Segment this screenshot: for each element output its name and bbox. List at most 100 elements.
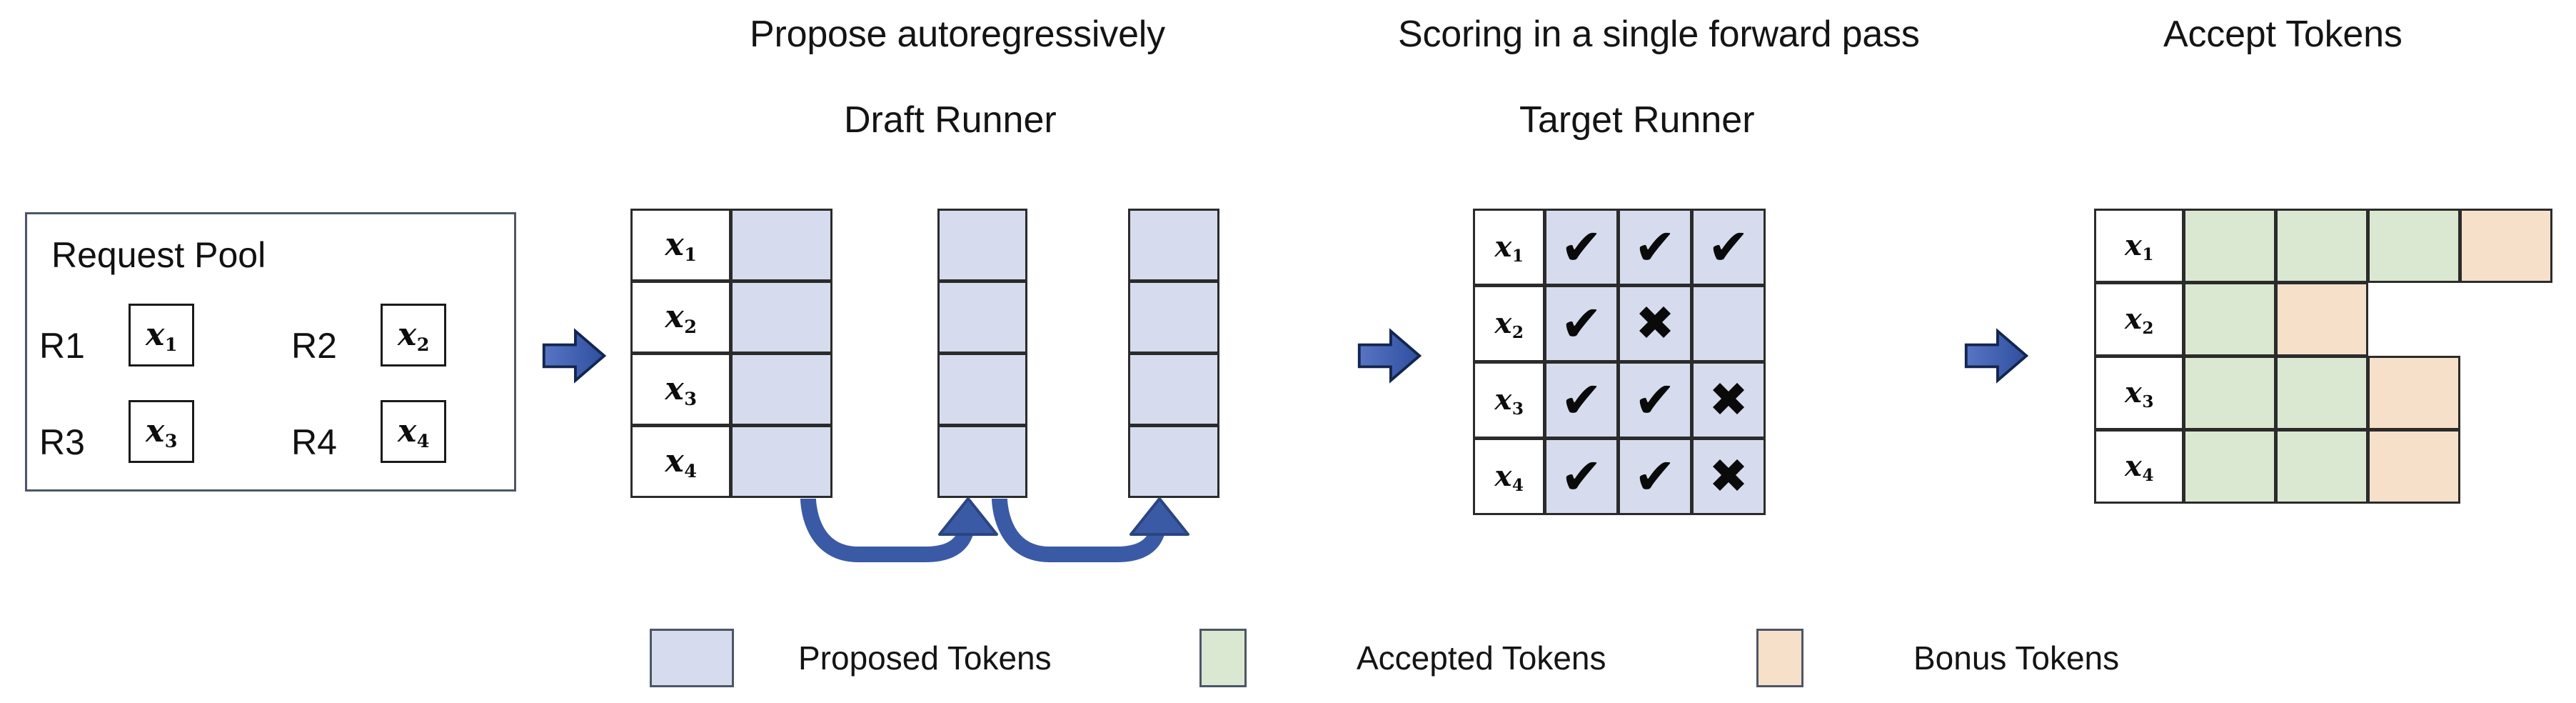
draft-proposed-cell-s3-r3 xyxy=(1128,353,1219,426)
draft-proposed-cell-s1-r1 xyxy=(730,209,832,281)
legend-swatch-accepted xyxy=(1199,629,1247,687)
accept-row-label-3: x3 xyxy=(2094,356,2184,430)
token-label: x3 xyxy=(665,371,698,410)
flow-arrow-draft-to-target xyxy=(1357,328,1422,384)
request-tag-r1: R1 xyxy=(39,326,85,366)
check-icon: ✔ xyxy=(1634,371,1676,429)
cross-icon: ✖ xyxy=(1709,449,1749,504)
target-score-cell-r4c1: ✔ xyxy=(1544,438,1619,515)
draft-row-label-3: x3 xyxy=(630,353,731,426)
draft-proposed-cell-s2-r2 xyxy=(937,281,1027,354)
cross-icon: ✖ xyxy=(1709,372,1749,427)
accept-cell-r1c3-accepted xyxy=(2368,209,2460,283)
legend-label-bonus: Bonus Tokens xyxy=(1913,639,2120,677)
target-score-cell-r2c3 xyxy=(1691,285,1766,362)
check-icon: ✔ xyxy=(1634,218,1676,276)
check-icon: ✔ xyxy=(1560,218,1603,276)
check-icon: ✔ xyxy=(1707,218,1750,276)
heading-propose-autoregressively: Propose autoregressively xyxy=(750,14,1165,55)
flow-arrow-target-to-accept xyxy=(1964,328,2029,384)
accept-cell-r4c2-accepted xyxy=(2275,429,2368,504)
target-score-cell-r4c3: ✖ xyxy=(1691,438,1766,515)
autoregressive-loop-arrow-2 xyxy=(992,497,1189,562)
autoregressive-loop-arrow-1 xyxy=(800,497,998,562)
legend-label-proposed: Proposed Tokens xyxy=(798,639,1052,677)
accept-cell-r2c2-bonus xyxy=(2275,282,2368,357)
draft-proposed-cell-s1-r2 xyxy=(730,281,832,354)
token-label: x4 xyxy=(665,443,698,482)
target-score-cell-r3c3: ✖ xyxy=(1691,362,1766,439)
heading-draft-runner: Draft Runner xyxy=(844,99,1057,141)
draft-row-label-2: x2 xyxy=(630,281,731,354)
request-token-cell-r2: x2 xyxy=(381,304,446,367)
token-label: x2 xyxy=(1494,306,1524,342)
target-row-label-4: x4 xyxy=(1473,438,1545,515)
check-icon: ✔ xyxy=(1560,447,1603,506)
accept-cell-r4c1-accepted xyxy=(2183,429,2276,504)
flow-arrow-pool-to-draft xyxy=(542,328,607,384)
draft-proposed-cell-s2-r4 xyxy=(937,425,1027,498)
request-tag-r3: R3 xyxy=(39,422,85,462)
draft-proposed-cell-s3-r4 xyxy=(1128,425,1219,498)
token-label: x4 xyxy=(398,413,430,452)
check-icon: ✔ xyxy=(1560,294,1603,353)
token-label: x3 xyxy=(146,413,178,452)
accept-row-label-2: x2 xyxy=(2094,282,2184,357)
accept-row-label-4: x4 xyxy=(2094,429,2184,504)
heading-accept-tokens: Accept Tokens xyxy=(2163,14,2403,55)
accept-cell-r4c3-bonus xyxy=(2368,429,2460,504)
token-label: x1 xyxy=(1494,230,1524,266)
target-row-label-1: x1 xyxy=(1473,209,1545,286)
draft-proposed-cell-s3-r1 xyxy=(1128,209,1219,281)
accept-cell-r3c2-accepted xyxy=(2275,356,2368,430)
legend-swatch-bonus xyxy=(1756,629,1803,687)
draft-proposed-cell-s1-r3 xyxy=(730,353,832,426)
request-tag-r4: R4 xyxy=(291,422,337,462)
draft-proposed-cell-s1-r4 xyxy=(730,425,832,498)
target-row-label-2: x2 xyxy=(1473,285,1545,362)
draft-row-label-4: x4 xyxy=(630,425,731,498)
target-score-cell-r3c1: ✔ xyxy=(1544,362,1619,439)
request-tag-r2: R2 xyxy=(291,326,337,366)
legend-label-accepted: Accepted Tokens xyxy=(1357,639,1606,677)
draft-proposed-cell-s2-r3 xyxy=(937,353,1027,426)
legend-swatch-proposed xyxy=(650,629,734,687)
token-label: x1 xyxy=(665,226,698,266)
draft-row-label-1: x1 xyxy=(630,209,731,281)
accept-cell-r3c1-accepted xyxy=(2183,356,2276,430)
request-token-cell-r1: x1 xyxy=(129,304,194,367)
token-label: x4 xyxy=(1494,459,1524,495)
target-score-cell-r3c2: ✔ xyxy=(1618,362,1692,439)
accept-cell-r1c2-accepted xyxy=(2275,209,2368,283)
request-pool-title: Request Pool xyxy=(51,235,266,275)
draft-proposed-cell-s3-r2 xyxy=(1128,281,1219,354)
target-row-label-3: x3 xyxy=(1473,362,1545,439)
token-label: x3 xyxy=(2125,376,2154,412)
check-icon: ✔ xyxy=(1634,447,1676,506)
request-token-cell-r4: x4 xyxy=(381,400,446,463)
target-score-cell-r1c3: ✔ xyxy=(1691,209,1766,286)
accept-cell-r1c4-bonus xyxy=(2460,209,2552,283)
token-label: x1 xyxy=(146,316,178,356)
accept-cell-r3c3-bonus xyxy=(2368,356,2460,430)
accept-row-label-1: x1 xyxy=(2094,209,2184,283)
target-score-cell-r4c2: ✔ xyxy=(1618,438,1692,515)
check-icon: ✔ xyxy=(1560,371,1603,429)
token-label: x2 xyxy=(2125,302,2154,338)
token-label: x3 xyxy=(1494,383,1524,419)
request-token-cell-r3: x3 xyxy=(129,400,194,463)
cross-icon: ✖ xyxy=(1635,296,1675,351)
heading-target-runner: Target Runner xyxy=(1519,99,1755,141)
target-score-cell-r1c1: ✔ xyxy=(1544,209,1619,286)
target-score-cell-r1c2: ✔ xyxy=(1618,209,1692,286)
target-score-cell-r2c2: ✖ xyxy=(1618,285,1692,362)
accept-cell-r1c1-accepted xyxy=(2183,209,2276,283)
target-score-cell-r2c1: ✔ xyxy=(1544,285,1619,362)
draft-proposed-cell-s2-r1 xyxy=(937,209,1027,281)
heading-scoring-single-forward-pass: Scoring in a single forward pass xyxy=(1398,14,1920,55)
accept-cell-r2c1-accepted xyxy=(2183,282,2276,357)
token-label: x2 xyxy=(398,316,430,356)
token-label: x1 xyxy=(2125,229,2154,264)
token-label: x4 xyxy=(2125,449,2154,485)
